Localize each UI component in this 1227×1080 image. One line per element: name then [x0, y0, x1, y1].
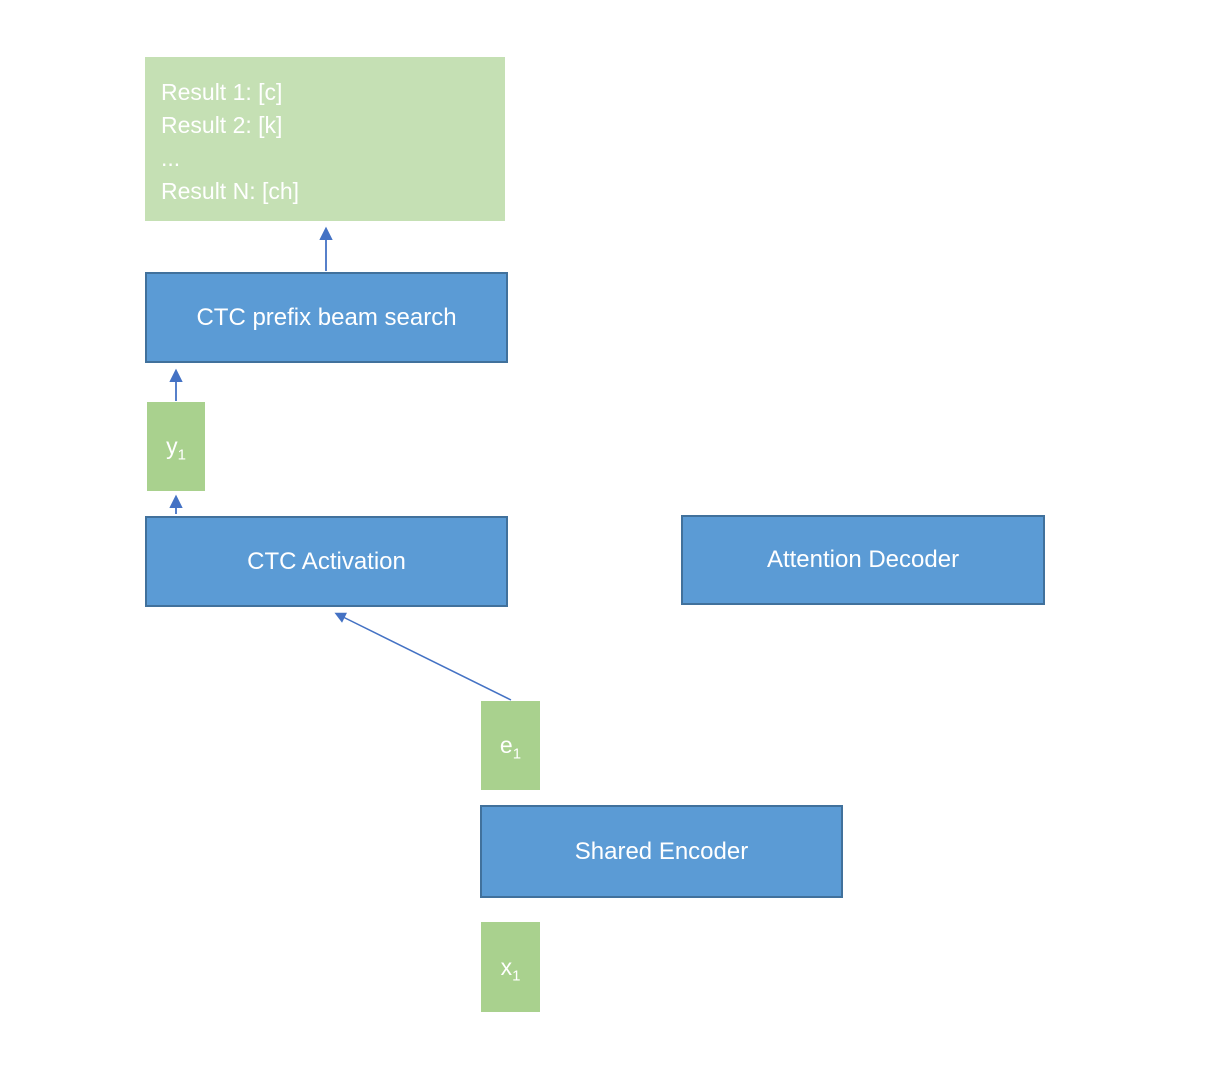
x1-token-box: x1: [481, 922, 540, 1012]
y1-label: y1: [166, 433, 186, 464]
ctc-activation-label: CTC Activation: [247, 547, 406, 575]
result-line-2: Result 2: [k]: [161, 112, 283, 138]
shared-encoder-box: Shared Encoder: [480, 805, 843, 898]
result-line-1: Result 1: [c]: [161, 79, 283, 105]
y1-token-box: y1: [147, 402, 205, 491]
ctc-prefix-beam-search-label: CTC prefix beam search: [196, 303, 457, 331]
result-line-n: Result N: [ch]: [161, 178, 300, 204]
e1-token-box: e1: [481, 701, 540, 790]
attention-decoder-box: Attention Decoder: [681, 515, 1045, 605]
shared-encoder-label: Shared Encoder: [574, 837, 749, 865]
results-output-box: Result 1: [c] Result 2: [k] ... Result N…: [145, 57, 505, 221]
x1-label: x1: [500, 953, 521, 985]
arrow-e1-to-ctc-activation: [334, 612, 512, 701]
attention-decoder-label: Attention Decoder: [766, 546, 960, 573]
result-line-ellipsis: ...: [161, 145, 181, 171]
ctc-activation-box: CTC Activation: [145, 516, 508, 607]
ctc-prefix-beam-search-box: CTC prefix beam search: [145, 272, 508, 363]
e1-label: e1: [499, 732, 522, 763]
